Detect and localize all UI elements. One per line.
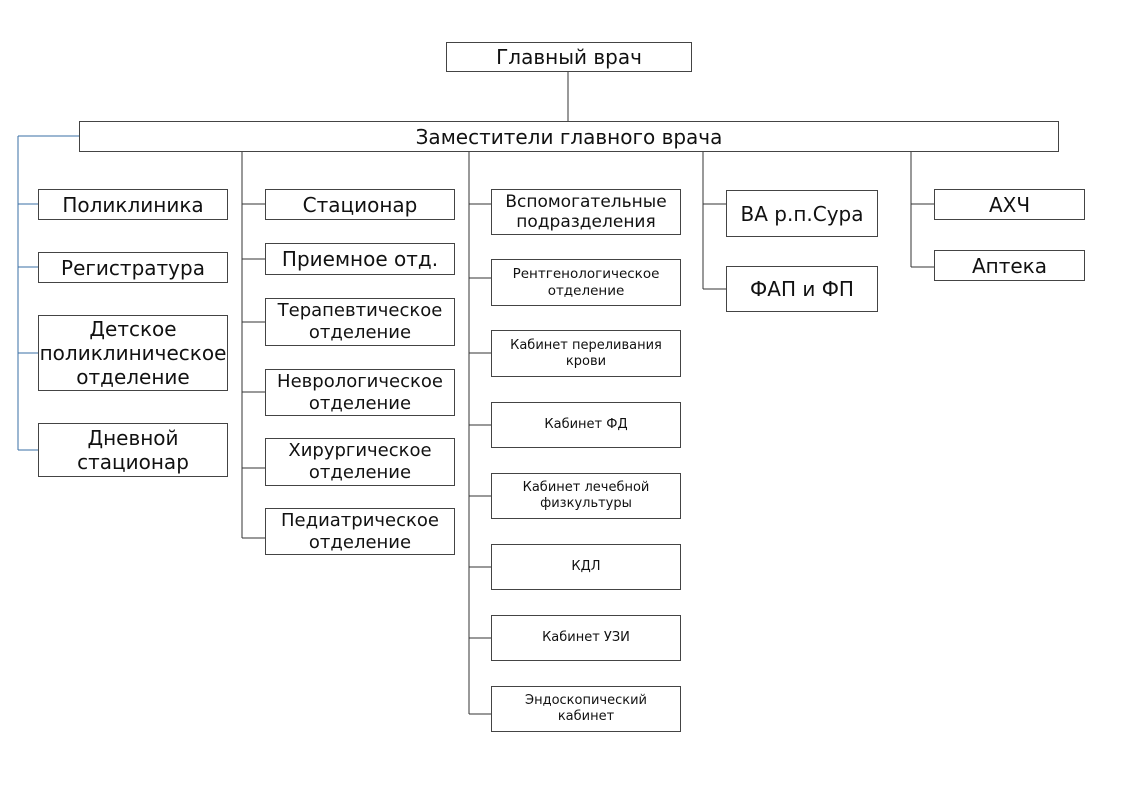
node-chief-doctor: Главный врач: [446, 42, 692, 72]
node-deputies: Заместители главного врача: [79, 121, 1059, 152]
node-ultrasound-room: Кабинет УЗИ: [491, 615, 681, 661]
node-label-line: физкультуры: [540, 496, 632, 511]
node-label: Аптека: [971, 253, 1048, 278]
node-pediatrics-dept: Педиатрическое отделение: [265, 508, 455, 555]
node-children-polyclinic-dept: Детское поликлиническое отделение: [38, 315, 228, 391]
node-kdl: КДЛ: [491, 544, 681, 590]
node-label-line: отделение: [308, 392, 412, 414]
node-endoscopy-room: Эндоскопический кабинет: [491, 686, 681, 732]
node-fap-fp: ФАП и ФП: [726, 266, 878, 312]
node-label-line: Кабинет лечебной: [522, 480, 650, 496]
node-label-line: стационар: [77, 450, 189, 474]
node-radiology-dept: Рентгенологическое отделение: [491, 259, 681, 306]
node-label-line: кабинет: [557, 709, 615, 724]
node-day-hospital: Дневной стационар: [38, 423, 228, 477]
node-label: Приемное отд.: [281, 247, 439, 271]
node-label-line: Вспомогательные: [505, 191, 667, 212]
node-hospital: Стационар: [265, 189, 455, 220]
node-polyclinic: Поликлиника: [38, 189, 228, 220]
node-label-line: отделение: [308, 531, 412, 553]
node-label-line: Дневной: [87, 426, 179, 450]
node-label: Кабинет УЗИ: [542, 630, 630, 646]
node-va-sura: ВА р.п.Сура: [726, 190, 878, 237]
node-label: КДЛ: [571, 559, 601, 575]
node-label: АХЧ: [988, 192, 1031, 217]
node-blood-transfusion-room: Кабинет переливания крови: [491, 330, 681, 377]
node-label-line: отделение: [308, 322, 412, 343]
node-auxiliary-units: Вспомогательные подразделения: [491, 189, 681, 235]
connector-column-2: [241, 152, 265, 539]
node-label: ВА р.п.Сура: [740, 201, 864, 226]
node-label-line: поликлиническое: [39, 341, 227, 365]
connector-column-5: [910, 152, 934, 268]
node-label-line: Педиатрическое: [281, 509, 439, 531]
node-label: Поликлиника: [62, 192, 204, 217]
node-label: Заместители главного врача: [415, 124, 723, 149]
node-registry: Регистратура: [38, 252, 228, 283]
node-neurology-dept: Неврологическое отделение: [265, 369, 455, 416]
node-surgery-dept: Хирургическое отделение: [265, 438, 455, 486]
node-admission-dept: Приемное отд.: [265, 243, 455, 275]
connector-column-4: [702, 152, 726, 290]
connector-column-3: [468, 152, 491, 715]
node-label: Регистратура: [61, 255, 205, 280]
node-label-line: Эндоскопический: [525, 693, 647, 709]
node-label-line: Хирургическое: [288, 440, 432, 462]
connector-column-1: [17, 135, 79, 451]
node-ahch: АХЧ: [934, 189, 1085, 220]
node-label: Главный врач: [496, 45, 642, 69]
node-fd-room: Кабинет ФД: [491, 402, 681, 448]
node-therapy-dept: Терапевтическое отделение: [265, 298, 455, 346]
node-label-line: отделение: [547, 282, 625, 299]
node-label-line: отделение: [76, 365, 190, 389]
node-label-line: подразделения: [516, 212, 656, 232]
node-label-line: Кабинет переливания: [510, 337, 662, 353]
node-label-line: Детское: [89, 317, 177, 341]
node-label-line: Рентгенологическое: [512, 266, 660, 283]
node-label-line: Неврологическое: [277, 370, 443, 392]
node-label: ФАП и ФП: [750, 277, 854, 301]
node-label: Стационар: [302, 192, 418, 217]
node-label-line: Терапевтическое: [277, 300, 443, 322]
node-label: Кабинет ФД: [544, 417, 628, 433]
node-label-line: крови: [565, 353, 607, 369]
node-physiotherapy-room: Кабинет лечебной физкультуры: [491, 473, 681, 519]
node-pharmacy: Аптека: [934, 250, 1085, 281]
node-label-line: отделение: [308, 462, 412, 483]
